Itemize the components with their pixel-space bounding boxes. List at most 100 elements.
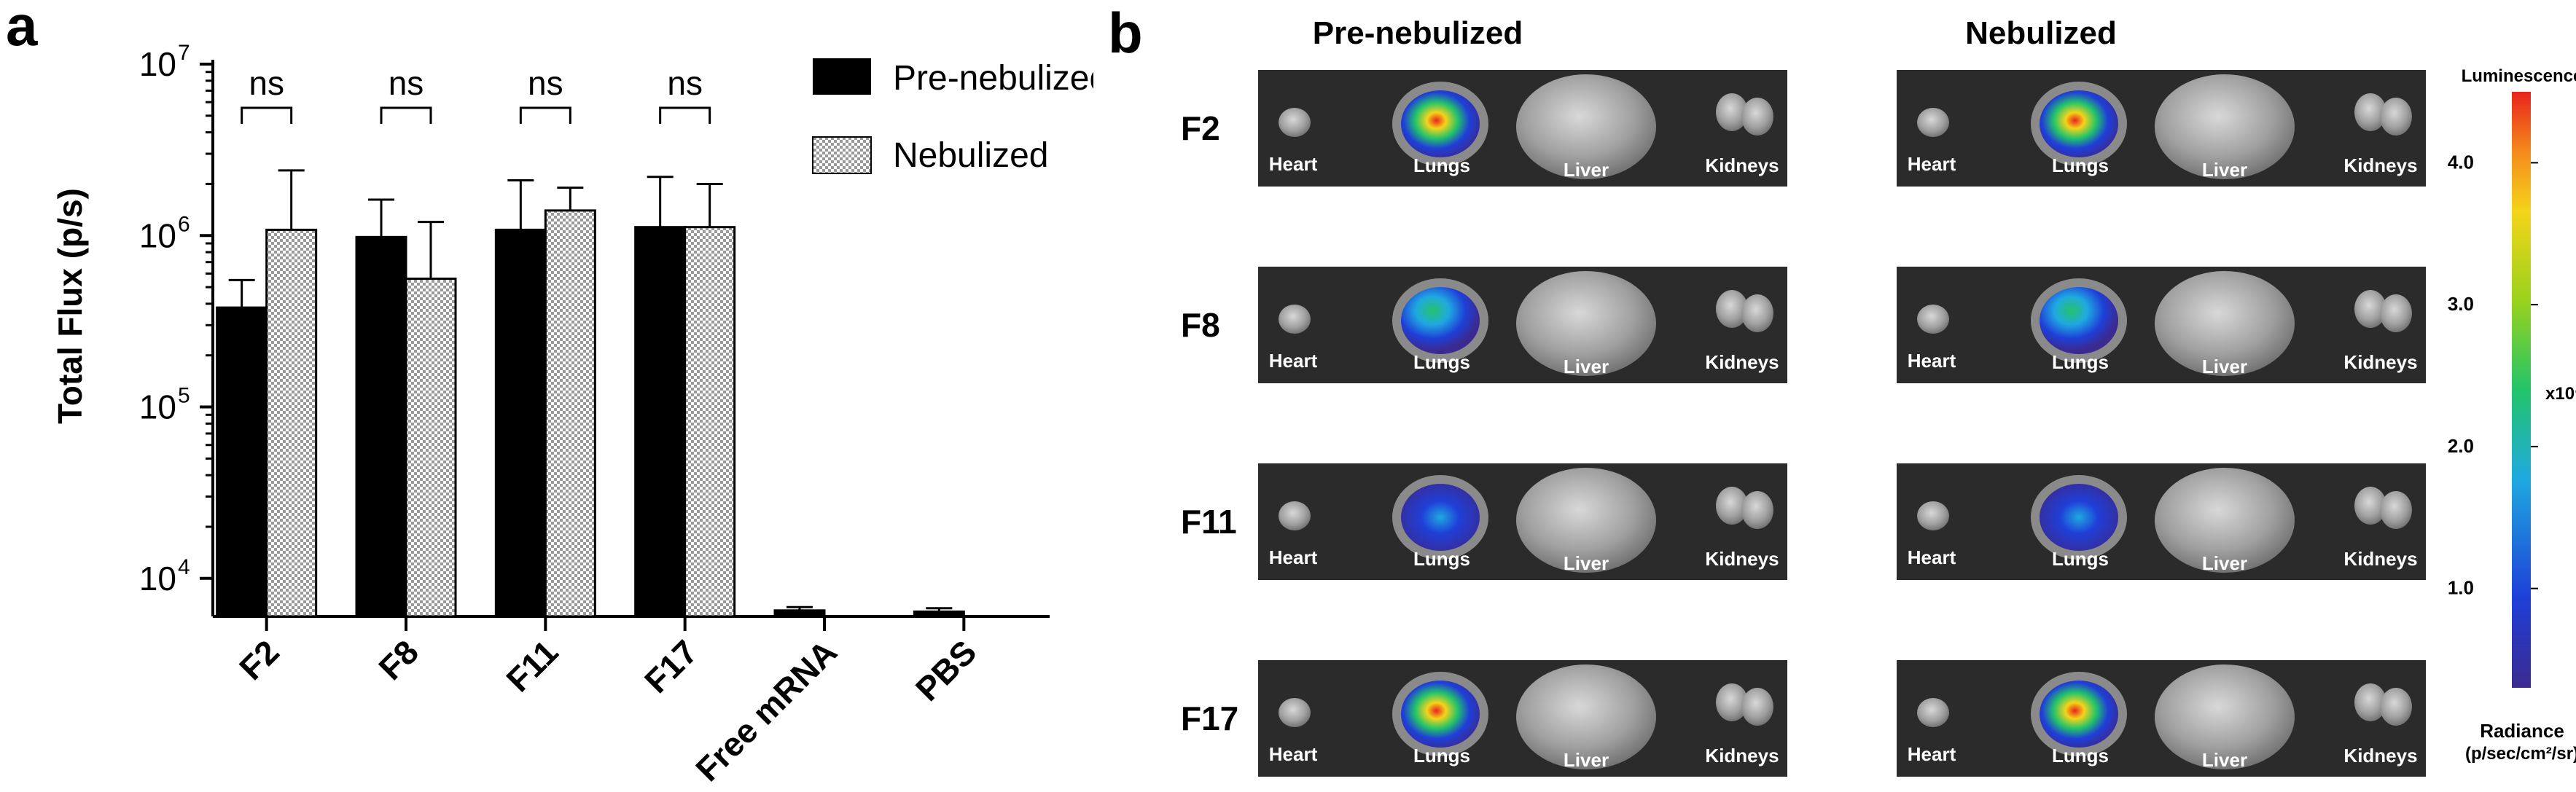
organ-label: Liver [2202, 159, 2247, 181]
organ-label: Liver [1564, 749, 1609, 771]
kidney-organ [1716, 93, 1748, 131]
colorbar-scale-label: x10⁶ [2545, 384, 2576, 404]
legend-swatch-nebulized [812, 136, 872, 174]
organ-label: Kidneys [2343, 154, 2417, 176]
kidney-organ [2380, 688, 2412, 726]
kidney-organ [2380, 98, 2412, 136]
significance-bracket [659, 106, 711, 124]
heart-organ [1917, 698, 1949, 727]
liver-organ [2155, 468, 2295, 573]
y-tick-label: 10 [139, 560, 176, 597]
legend-label-prenebulized: Pre-nebulized [893, 59, 1093, 98]
kidney-organ [1716, 290, 1748, 328]
organ-label: Heart [1908, 350, 1956, 372]
y-tick-label: 10 [139, 45, 176, 83]
axes [211, 60, 1050, 618]
significance-label: ns [667, 64, 703, 102]
kidney-organ [1741, 491, 1773, 529]
organ-label: Kidneys [2343, 745, 2417, 766]
organ-label: Liver [1564, 159, 1609, 181]
significance-label: ns [249, 64, 284, 102]
significance-bracket [380, 106, 432, 124]
row-label: F17 [1181, 699, 1238, 737]
row-label: F8 [1181, 306, 1220, 344]
lung-signal [2040, 484, 2118, 551]
x-tick-label: Free mRNA [688, 632, 844, 788]
colorbar: Luminescence 4.03.02.01.0 x10⁶ Radiance … [2448, 66, 2576, 764]
organ-label: Lungs [1413, 745, 1470, 766]
panel-label-a: a [6, 0, 38, 58]
organ-label: Heart [1269, 546, 1318, 568]
column-title-nebulized: Nebulized [1965, 15, 2117, 51]
lung-signal [2040, 90, 2118, 157]
liver-organ [2155, 271, 2295, 376]
y-tick-exponent: 6 [178, 212, 190, 236]
colorbar-gradient [2512, 92, 2531, 688]
organ-label: Lungs [2052, 154, 2109, 176]
organ-label: Heart [1269, 743, 1318, 765]
organ-image-tile: Heart Lungs Liver Kidneys [1897, 70, 2426, 187]
organ-label: Lungs [2052, 745, 2109, 766]
heart-organ [1279, 501, 1311, 530]
heart-organ [1279, 305, 1311, 334]
x-tick-label: F17 [637, 632, 705, 700]
heart-organ [1279, 698, 1311, 727]
bar-prenebulized [634, 226, 687, 618]
colorbar-ticks: 4.03.02.01.0 [2448, 151, 2538, 599]
bar-prenebulized [494, 228, 547, 618]
error-bars [228, 169, 953, 612]
heart-organ [1917, 108, 1949, 137]
y-axis-label: Total Flux (p/s) [51, 188, 89, 424]
lung-signal [2040, 287, 2118, 354]
organ-label: Kidneys [1705, 154, 1779, 176]
lung-signal [2040, 681, 2118, 748]
organ-label: Heart [1908, 153, 1956, 175]
bar-nebulized [265, 228, 318, 618]
significance-label: ns [528, 64, 563, 102]
organ-label: Lungs [2052, 548, 2109, 570]
organ-label: Kidneys [2343, 351, 2417, 373]
legend-label-nebulized: Nebulized [893, 136, 1048, 175]
organ-label: Lungs [1413, 351, 1470, 373]
colorbar-unit-line2: (p/sec/cm²/sr) [2465, 744, 2576, 764]
y-tick-exponent: 4 [178, 555, 190, 579]
liver-organ [1516, 664, 1656, 769]
liver-organ [2155, 664, 2295, 769]
legend: Pre-nebulized Nebulized [812, 58, 1109, 175]
heart-organ [1279, 108, 1311, 137]
liver-organ [1516, 468, 1656, 573]
organ-label: Lungs [1413, 548, 1470, 570]
lung-signal [1401, 90, 1480, 157]
organ-label: Liver [1564, 552, 1609, 574]
colorbar-title: Luminescence [2462, 66, 2576, 86]
panel-label-b: b [1108, 1, 1143, 65]
kidney-organ [2380, 491, 2412, 529]
organ-label: Kidneys [1705, 351, 1779, 373]
organ-label: Kidneys [2343, 548, 2417, 570]
kidney-organ [2354, 93, 2386, 131]
organ-label: Kidneys [1705, 745, 1779, 766]
bar-nebulized [405, 278, 457, 618]
bar-prenebulized [773, 609, 826, 618]
kidney-organ [1741, 98, 1773, 136]
organ-label: Liver [2202, 749, 2247, 771]
organ-label: Lungs [2052, 351, 2109, 373]
bar-nebulized [684, 226, 736, 618]
liver-organ [1516, 271, 1656, 376]
significance-label: ns [389, 64, 424, 102]
lung-signal [1401, 484, 1480, 551]
bars [216, 209, 965, 618]
heart-organ [1917, 305, 1949, 334]
kidney-organ [2354, 290, 2386, 328]
kidney-organ [2380, 294, 2412, 332]
